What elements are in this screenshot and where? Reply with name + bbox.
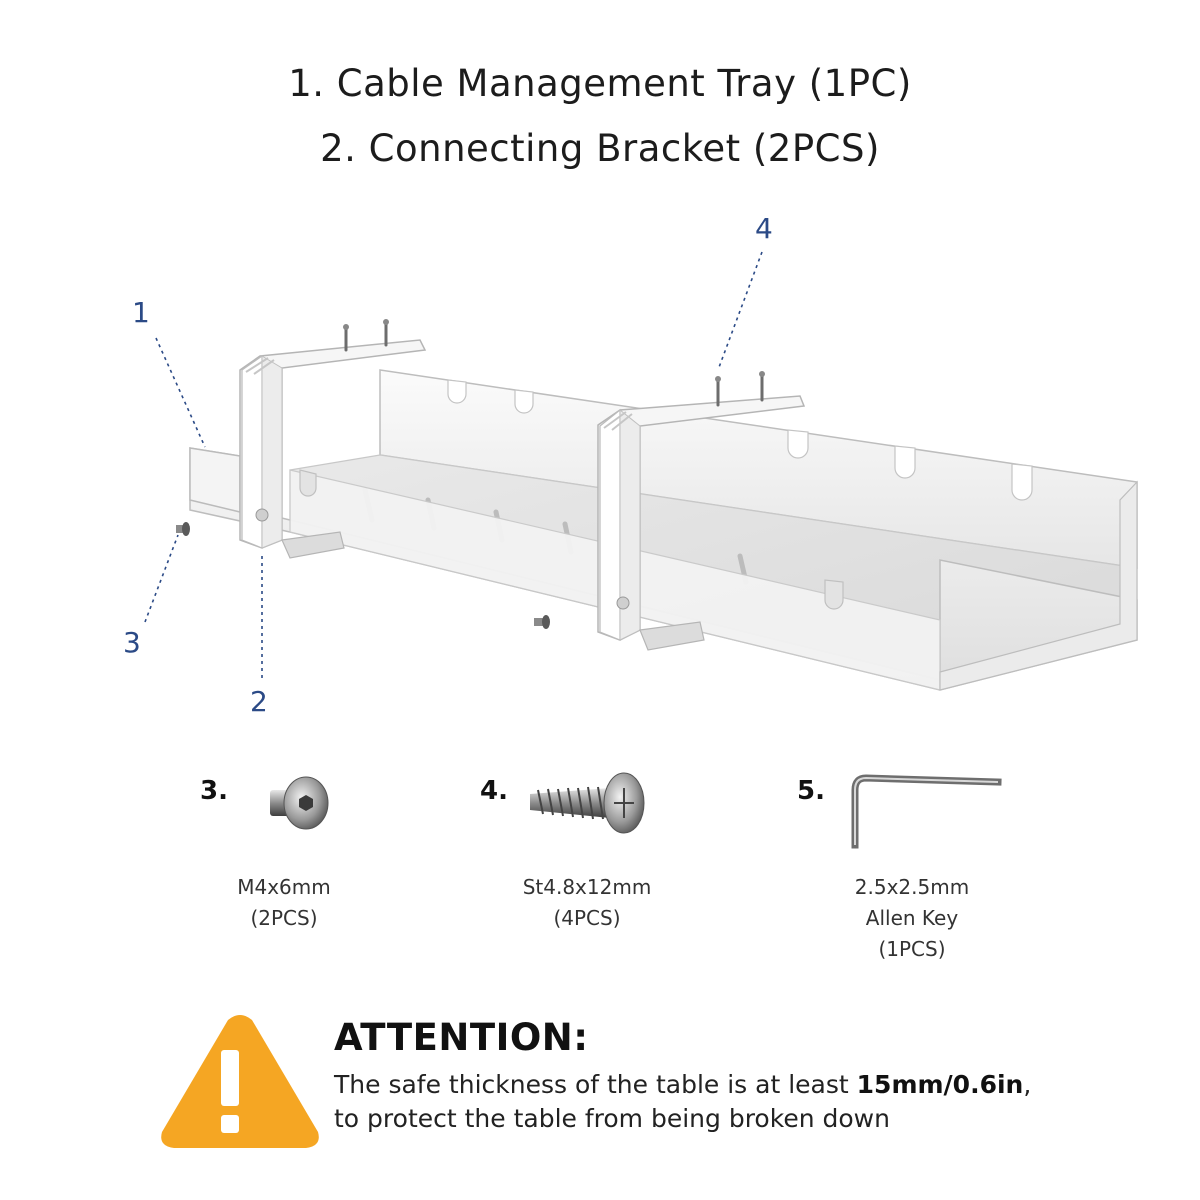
part-3-caption-line-1: M4x6mm [237, 875, 331, 899]
callout-leader-lines [144, 251, 763, 680]
title-line-1: 1. Cable Management Tray (1PC) [288, 62, 912, 105]
attention-text-after: , [1023, 1070, 1032, 1099]
part-4-caption-line-1: St4.8x12mm [522, 875, 652, 899]
title-line-2: 2. Connecting Bracket (2PCS) [320, 127, 880, 170]
attention-title: ATTENTION: [334, 1016, 589, 1059]
part-5-caption-line-1: 2.5x2.5mm [854, 875, 970, 899]
callout-4: 4 [755, 212, 773, 245]
bracket-left [239, 319, 427, 559]
loose-screw-3a [176, 522, 190, 536]
callout-1: 1 [132, 296, 150, 329]
part-4-caption-line-2: (4PCS) [553, 906, 621, 930]
part-5-caption-line-2: Allen Key [865, 906, 959, 930]
loose-screw-3b [534, 615, 550, 629]
attention-line-1: The safe thickness of the table is at le… [334, 1068, 1154, 1102]
part-3-caption-line-2: (2PCS) [250, 906, 318, 930]
part-5-caption: 2.5x2.5mm Allen Key (1PCS) [812, 872, 1012, 965]
part-3-number: 3. [200, 776, 228, 806]
callout-3: 3 [123, 626, 141, 659]
warning-icon [161, 1015, 319, 1148]
callout-2: 2 [250, 685, 268, 718]
part-5-number: 5. [797, 776, 825, 806]
part-3-caption: M4x6mm (2PCS) [184, 872, 384, 934]
part-4-caption: St4.8x12mm (4PCS) [487, 872, 687, 934]
attention-text: The safe thickness of the table is at le… [334, 1068, 1154, 1136]
attention-text-before: The safe thickness of the table is at le… [334, 1070, 857, 1099]
wood-screw-icon [530, 772, 645, 834]
attention-line-2: to protect the table from being broken d… [334, 1104, 890, 1133]
hex-socket-screw-icon [270, 776, 329, 830]
part-4-number: 4. [480, 776, 508, 806]
attention-thickness-value: 15mm/0.6in [856, 1070, 1024, 1099]
allen-key-icon [851, 774, 1002, 849]
bracket-right [597, 371, 806, 651]
part-5-caption-line-3: (1PCS) [878, 937, 946, 961]
